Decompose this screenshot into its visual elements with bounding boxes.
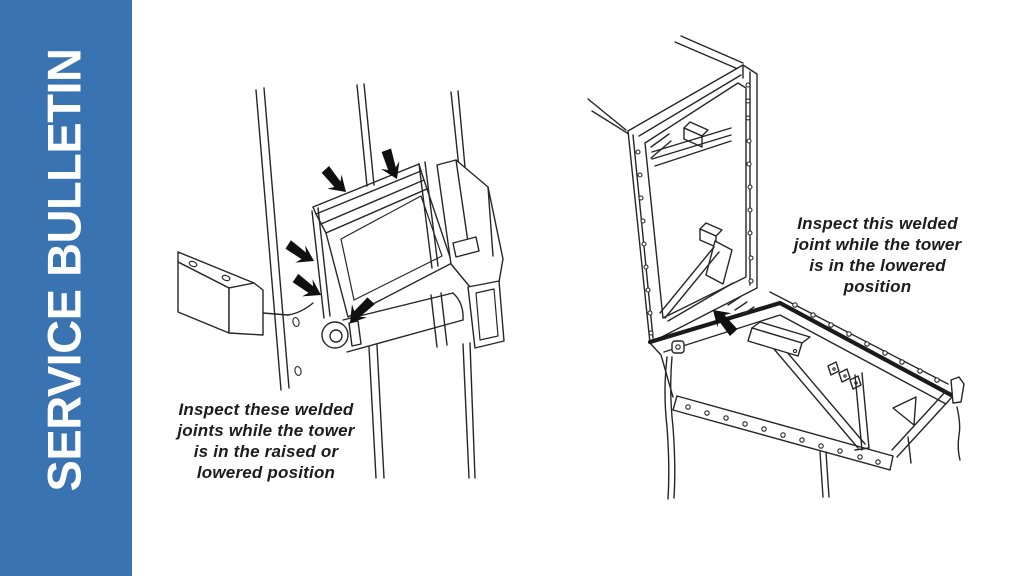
mount-plate [262, 302, 314, 376]
hanging-cables [664, 356, 961, 500]
chassis-frame [647, 291, 965, 500]
frame-rivets-left [635, 149, 654, 336]
roller-cylinder [321, 292, 464, 353]
caption-line: lowered position [196, 463, 336, 482]
banner-title: SERVICE BULLETIN [37, 48, 91, 492]
weld-arrow-icon [285, 240, 314, 263]
caption-line: position [843, 277, 912, 296]
caption-line: is in the raised or [193, 442, 339, 461]
weld-arrow-icon [292, 273, 321, 297]
weld-arrow-icon [713, 310, 738, 337]
carriage-box [311, 161, 453, 319]
weld-arrow-icon [350, 297, 375, 323]
figure-left-caption: Inspect these welded joints while the to… [163, 399, 369, 483]
bracket-lower-arm [430, 280, 505, 349]
chassis-rivets-far [792, 302, 940, 383]
tower-end-frame [627, 64, 758, 344]
weld-arrow-icon [380, 148, 400, 179]
chassis-rivets-front [685, 404, 881, 465]
caption-line: Inspect these welded [178, 400, 354, 419]
frame-rivets-right [745, 82, 754, 284]
caption-line: is in the lowered [809, 256, 946, 275]
frame-inner-braces [650, 121, 734, 322]
weld-seam-line [647, 300, 956, 399]
horizontal-beam [177, 251, 264, 336]
service-bulletin-banner: SERVICE BULLETIN [0, 0, 132, 576]
weld-arrow-icon [321, 165, 346, 192]
weld-arrow-icons [285, 148, 400, 323]
figure-right-caption: Inspect this welded joint while the towe… [775, 213, 980, 297]
chassis-inner-members [747, 321, 917, 451]
tower-rails [255, 83, 476, 479]
end-hook-bracket [950, 376, 965, 404]
joint-hatch-lines [727, 296, 755, 316]
tower-cut-lines [587, 35, 744, 137]
tower-base-weld-drawing [587, 35, 965, 500]
tower-bracket-weld-drawing [177, 83, 505, 479]
caption-line: joint while the tower [793, 235, 962, 254]
side-bracket [436, 159, 504, 288]
caption-line: Inspect this welded [797, 214, 958, 233]
caption-line: joints while the tower [177, 421, 355, 440]
